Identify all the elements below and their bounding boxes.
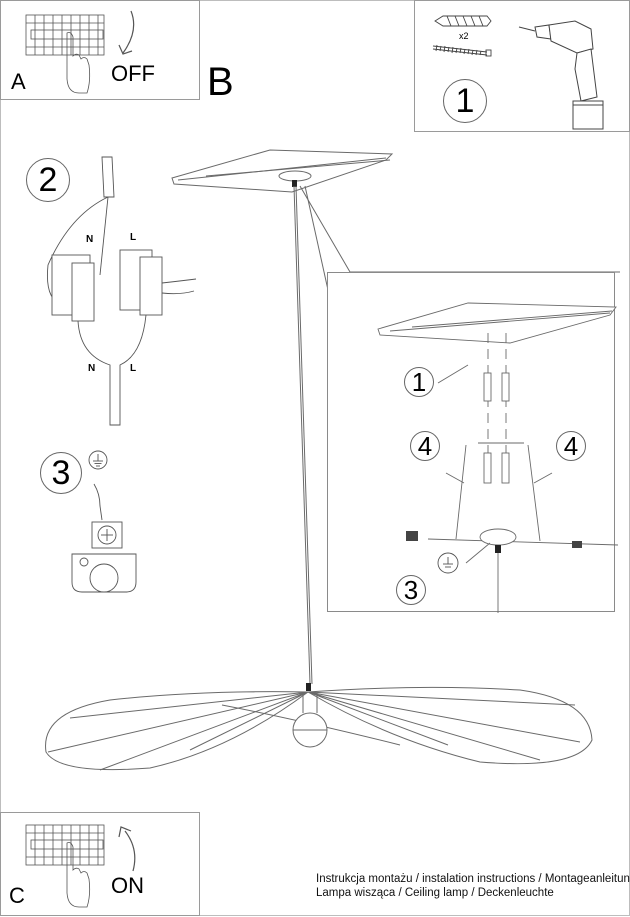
drill-icon	[518, 20, 604, 130]
caption-line-2: Lampa wisząca / Ceiling lamp / Deckenleu…	[316, 887, 554, 899]
step-a-letter: A	[11, 69, 26, 94]
screw-icon	[432, 44, 492, 57]
step-2-badge: 2	[26, 158, 70, 202]
step-3-badge: 3	[40, 452, 82, 494]
detail-view-mounting: 1 4 4 3	[327, 272, 619, 613]
live-label-bottom: L	[130, 363, 137, 374]
circuit-breaker-on-icon	[25, 824, 136, 908]
ground-symbol-icon	[88, 450, 108, 470]
callout-3: 3	[396, 575, 426, 605]
callout-4-right-number: 4	[563, 431, 579, 461]
quantity-label: x2	[459, 31, 469, 41]
step-1-badge: 1	[443, 79, 487, 123]
callout-1: 1	[404, 367, 434, 397]
neutral-label-top: N	[86, 234, 94, 245]
step-c-action: ON	[111, 873, 144, 898]
neutral-label-bottom: N	[88, 363, 96, 374]
caption-line-1: Instrukcja montażu / instalation instruc…	[316, 873, 630, 885]
mounting-detail-drawing	[377, 302, 619, 613]
circuit-breaker-off-icon	[25, 10, 135, 94]
footer-caption: Instrukcja montażu / instalation instruc…	[316, 872, 630, 900]
callout-1-number: 1	[411, 367, 427, 397]
panel-c-power-on: C ON	[0, 812, 200, 916]
callout-3-number: 3	[403, 575, 419, 605]
step-a-action: OFF	[111, 61, 155, 86]
step-b-letter: B	[207, 60, 234, 104]
step-1-number: 1	[455, 82, 475, 120]
ground-terminal-icon	[71, 483, 137, 593]
step-c-letter: C	[9, 883, 25, 908]
callout-4-left: 4	[410, 431, 440, 461]
callout-4-right: 4	[556, 431, 586, 461]
panel-tools: x2 1	[414, 0, 630, 132]
live-label-top: L	[130, 232, 137, 243]
wall-plug-icon	[434, 15, 492, 27]
wiring-connector-icon	[46, 156, 197, 426]
step-2-number: 2	[38, 161, 58, 199]
panel-a-power-off: A OFF	[0, 0, 200, 100]
callout-4-left-number: 4	[417, 431, 433, 461]
step-3-number: 3	[51, 454, 71, 492]
